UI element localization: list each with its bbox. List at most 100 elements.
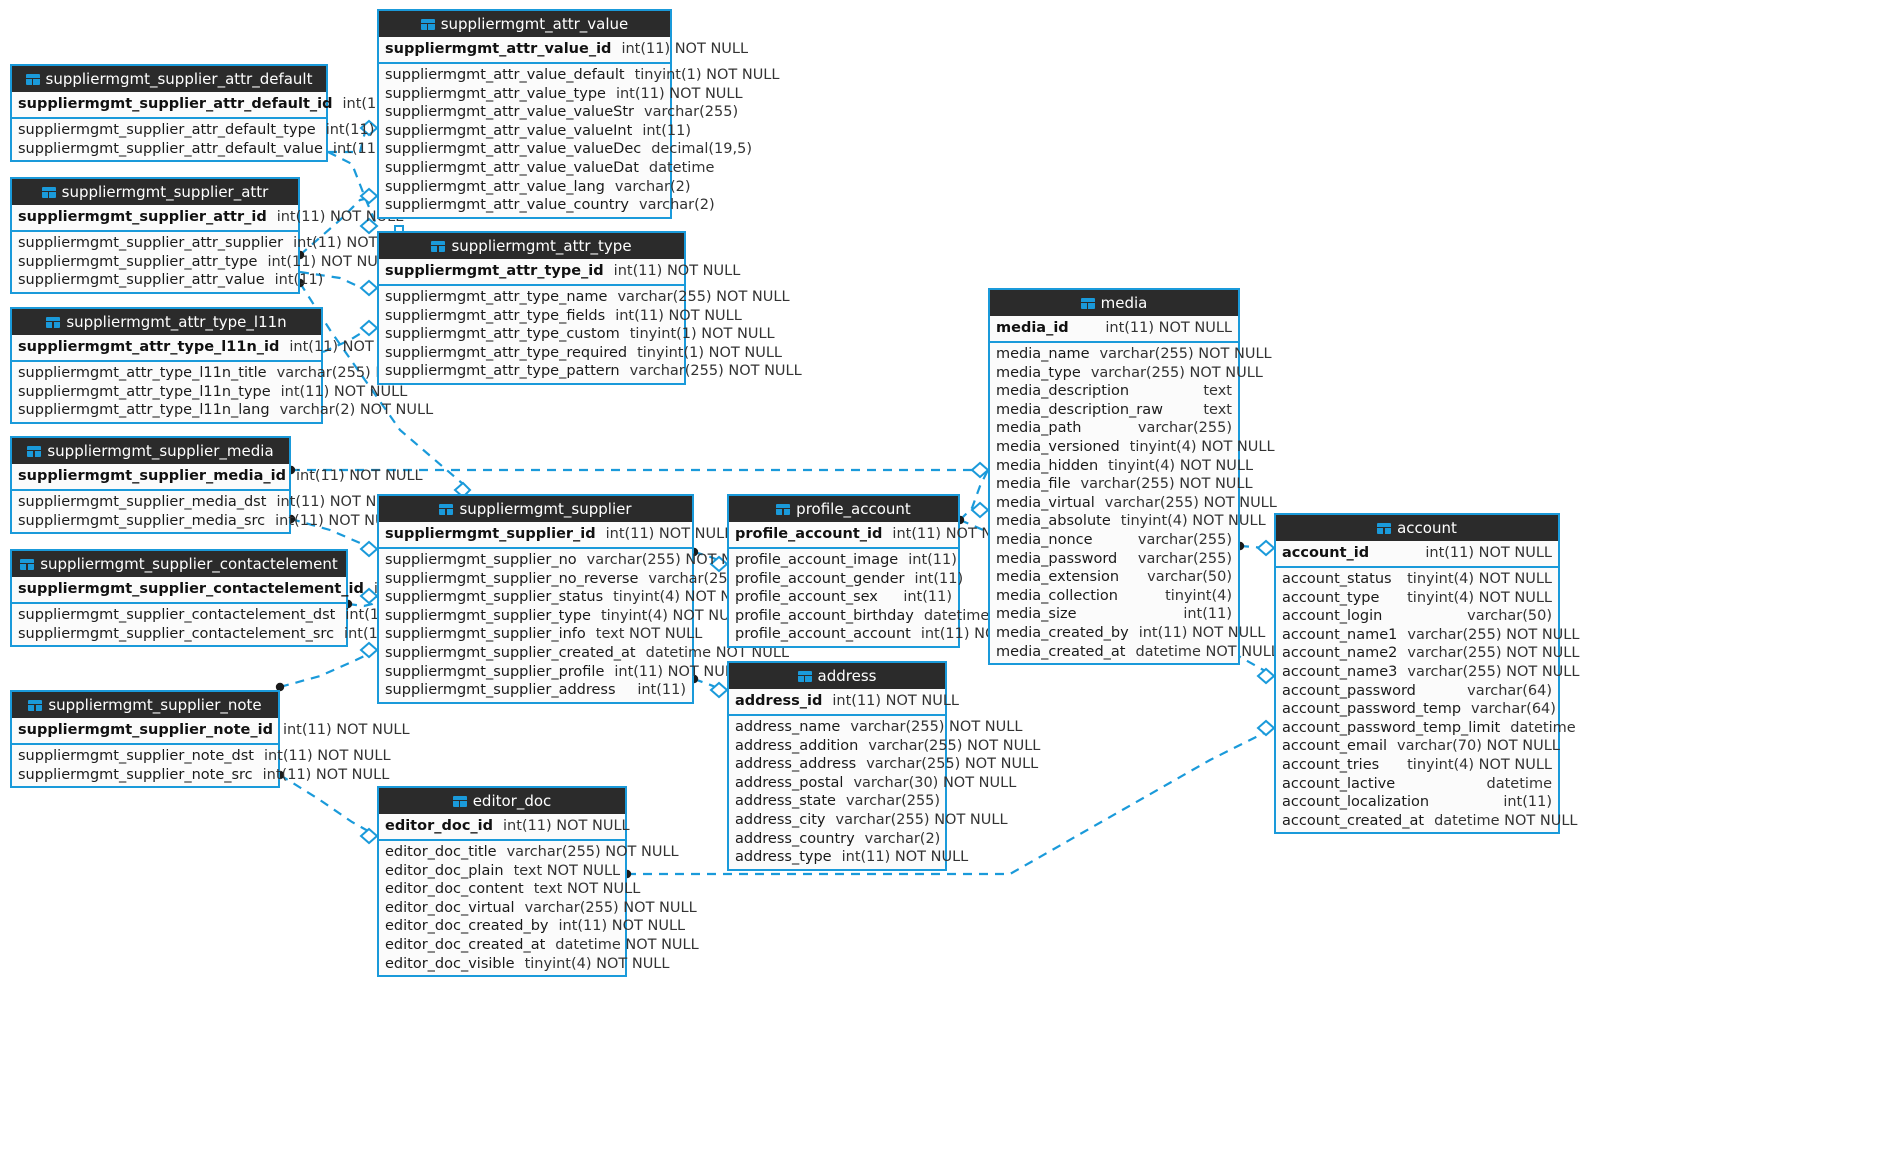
column-name: suppliermgmt_supplier_profile [385,663,605,680]
column-type: int(11) NOT NULL [621,41,749,57]
column-row: suppliermgmt_supplier_contactelement_dst… [12,606,472,625]
column-name: profile_account_image [735,552,899,568]
column-type: int(11) NOT NULL [615,85,743,102]
table-title: suppliermgmt_supplier_contactelement [40,555,338,573]
column-row: suppliermgmt_attr_value_type int(11) NOT … [379,85,743,104]
column-type: varchar(255) NOT NULL [868,737,1041,754]
table-title: suppliermgmt_supplier_attr [61,183,269,201]
column-type: int(11) NOT NULL [267,253,395,270]
entity-table-suppliermgmt_supplier_attr[interactable]: suppliermgmt_supplier_attr suppliermgmt_s… [10,177,420,294]
column-type: varchar(255) [1137,550,1232,567]
column-type: datetime [1510,719,1576,736]
column-type: varchar(255) NOT NULL [1099,346,1272,362]
column-type: int(11) NOT NULL [1425,545,1552,561]
column-name: address_name [735,719,841,735]
column-name: suppliermgmt_supplier_media_src [18,512,266,529]
column-name: media_created_by [996,624,1129,641]
table-header: suppliermgmt_supplier_attr_default [12,66,326,92]
column-name: suppliermgmt_attr_value_type [385,85,606,102]
entity-table-suppliermgmt_supplier_note[interactable]: suppliermgmt_supplier_note suppliermgmt_s… [10,690,410,789]
table-icon [25,73,40,85]
column-name: profile_account_account [735,626,911,643]
column-type: datetime NOT NULL [1434,812,1578,829]
table-icon [41,186,56,198]
column-name: suppliermgmt_attr_value_lang [385,178,605,195]
column-type: varchar(255) NOT NULL [1104,494,1277,511]
column-name: suppliermgmt_attr_type_l11n_id [18,339,280,355]
column-type: varchar(255) NOT NULL [629,363,802,380]
table-title: suppliermgmt_supplier_note [48,696,262,714]
column-name: media_virtual [996,494,1095,511]
column-type: int(11) [914,570,964,587]
column-list: profile_account_image int(11) profile_acco… [729,549,1047,646]
column-type: datetime NOT NULL [1135,643,1279,660]
table-header: suppliermgmt_supplier_contactelement [12,551,346,577]
entity-table-suppliermgmt_attr_type_l11n[interactable]: suppliermgmt_attr_type_l11n suppliermgmt_… [10,307,449,424]
column-type: int(11) NOT NULL [262,766,390,783]
column-name: media_hidden [996,457,1099,474]
column-type: int(11) NOT NULL [841,849,969,866]
column-name: suppliermgmt_attr_value_valueDec [385,141,642,158]
column-row: suppliermgmt_supplier_attr_default_value… [12,140,460,159]
column-type: tinyint(4) NOT NULL [1407,589,1552,606]
table-header: suppliermgmt_supplier_attr [12,179,298,205]
column-name: suppliermgmt_supplier_attr_default_id [18,96,333,112]
column-type: int(11) NOT NULL [1105,320,1232,336]
column-name: media_description_raw [996,401,1163,418]
column-name: suppliermgmt_attr_type_name [385,289,608,305]
column-name: address_city [735,811,826,828]
table-icon [20,558,35,570]
column-name: media_size [996,606,1077,623]
table-title: profile_account [796,500,911,518]
column-type: tinyint(4) [1165,587,1232,604]
table-header: account [1276,515,1558,541]
column-type: varchar(64) [1467,682,1552,699]
column-type: varchar(2) [639,197,715,214]
column-name: suppliermgmt_supplier_attr_default_value [18,140,323,157]
column-name: media_file [996,476,1071,493]
column-type: varchar(255) [1137,420,1232,437]
column-name: editor_doc_created_at [385,936,546,953]
table-title: suppliermgmt_attr_type_l11n [66,313,287,331]
table-icon [27,445,42,457]
column-name: profile_account_gender [735,570,905,587]
